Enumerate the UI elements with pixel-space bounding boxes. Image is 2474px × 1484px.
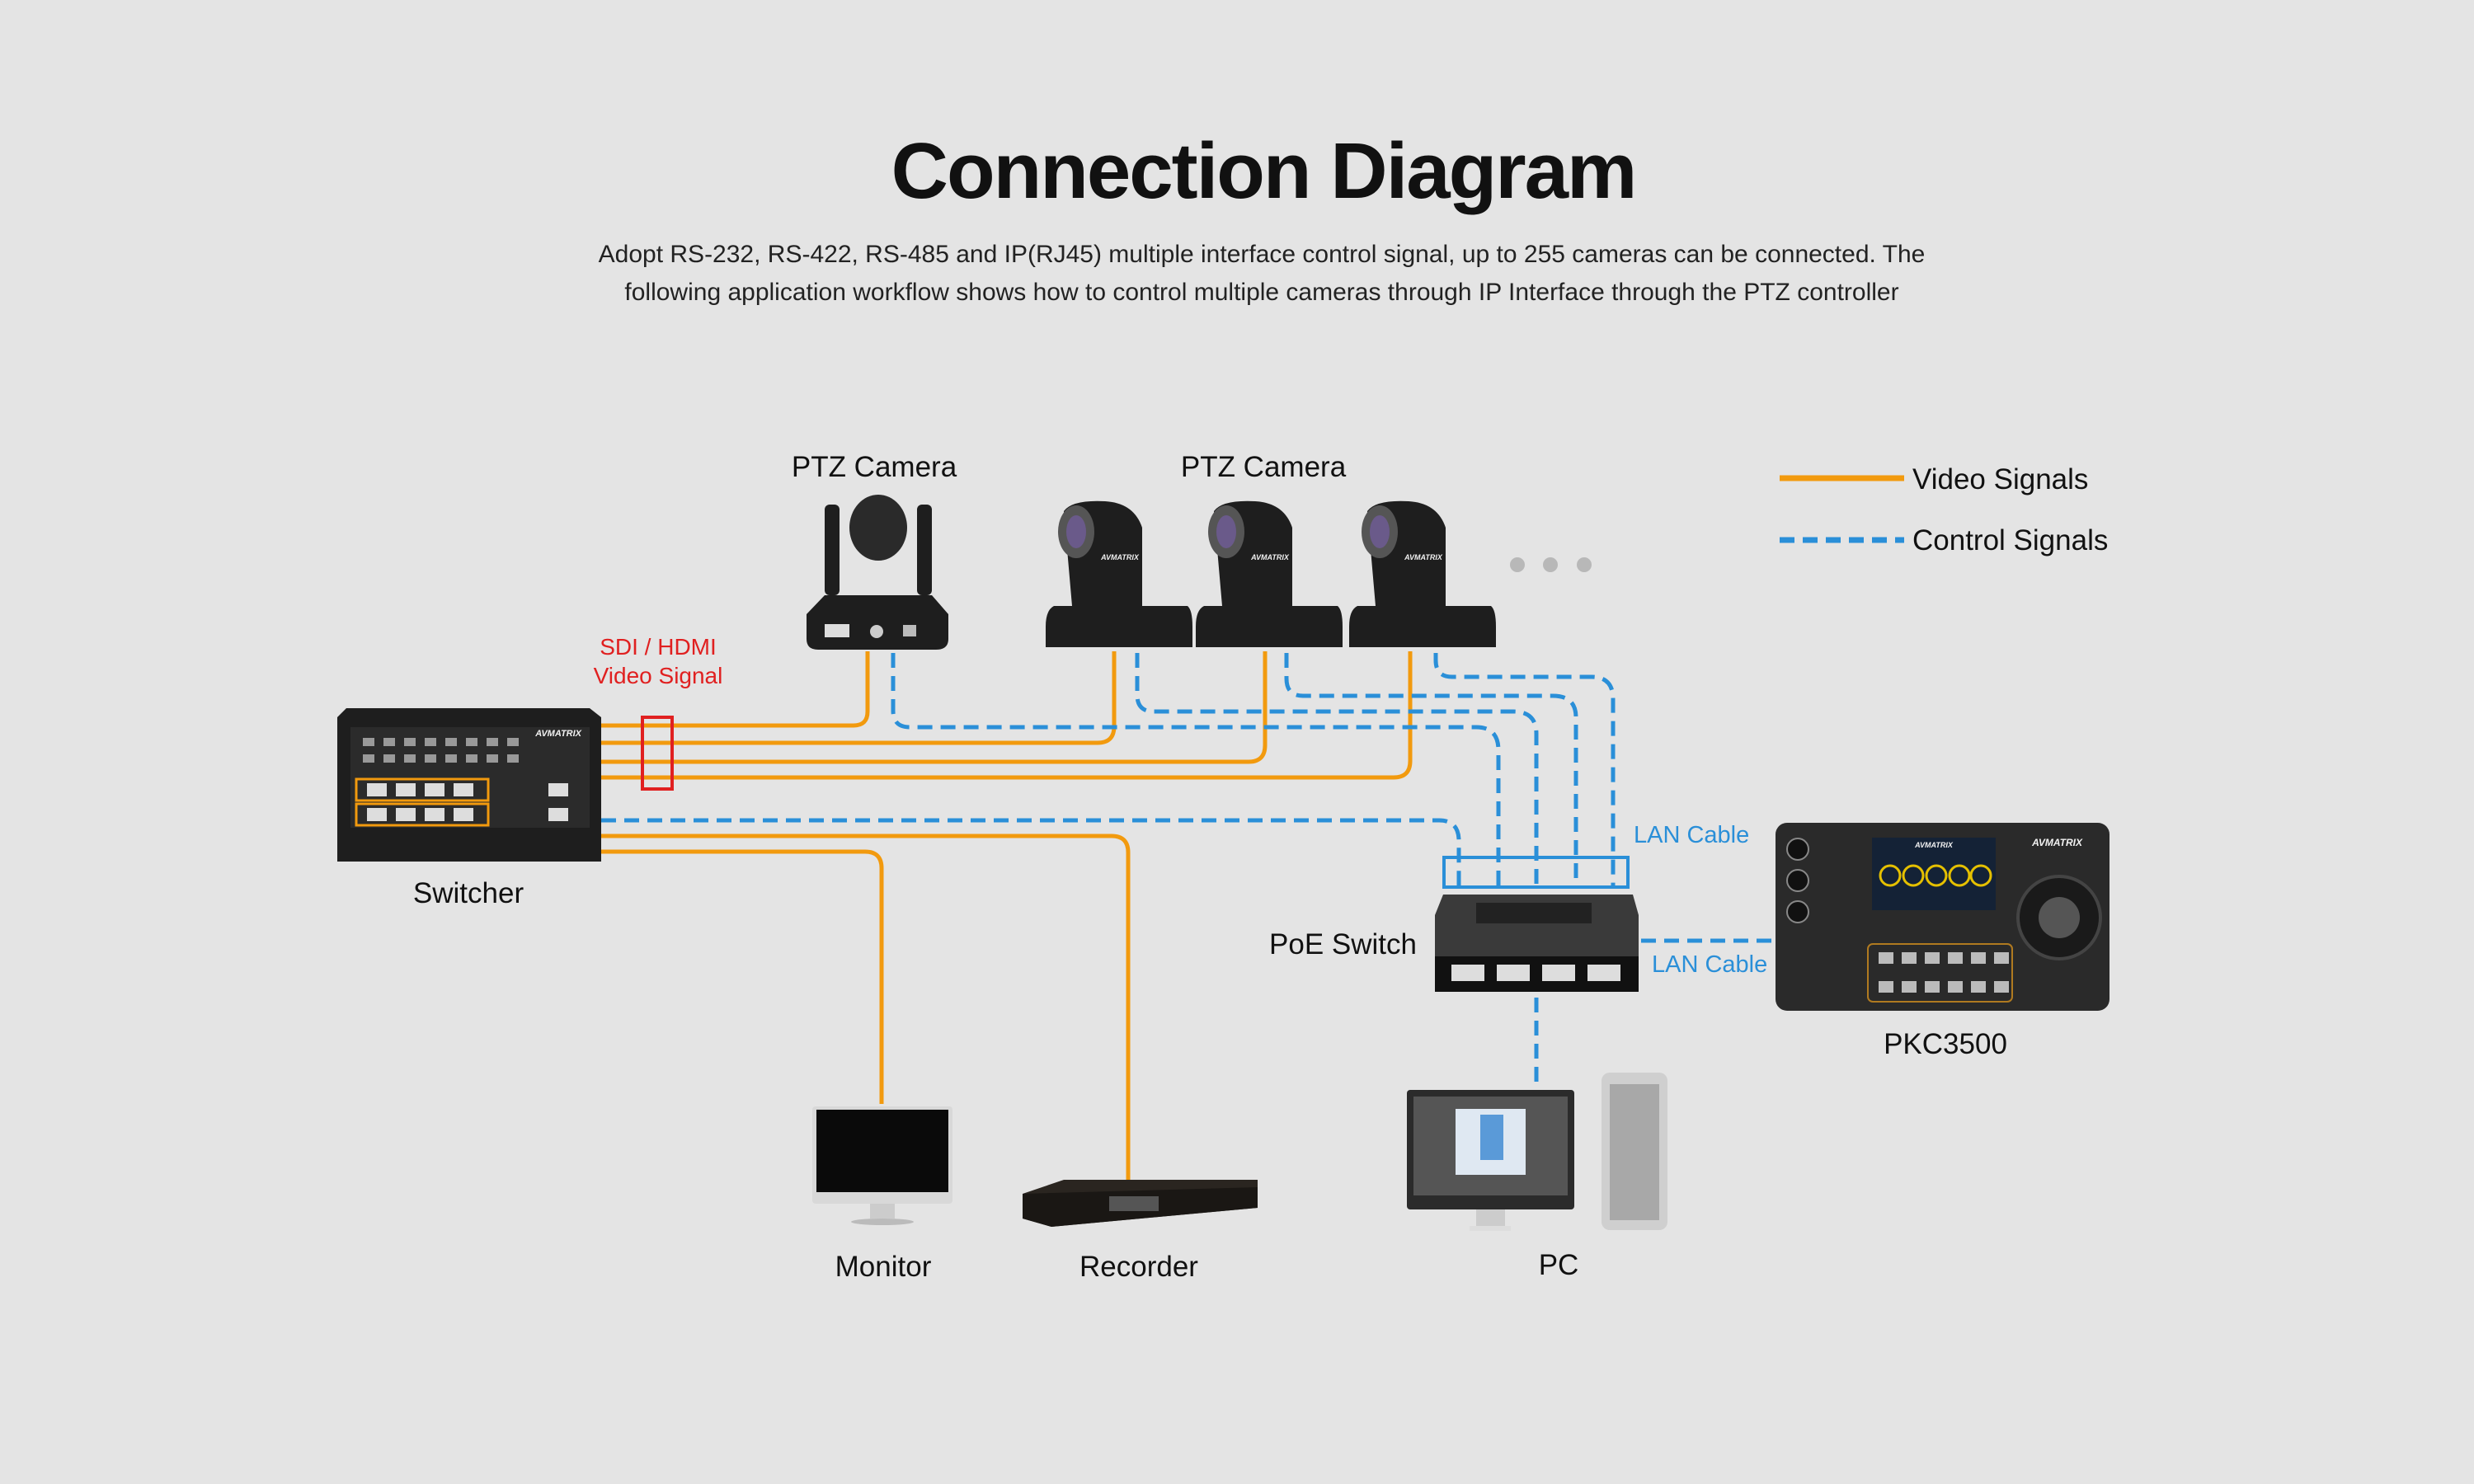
pkc3500-controller-device: AVMATRIX AVMATRIX [1776, 823, 2109, 1011]
switcher-device: AVMATRIX [337, 708, 601, 862]
more-cameras-dot [1510, 557, 1525, 572]
monitor-device [812, 1106, 952, 1225]
description-line-2: following application workflow shows how… [624, 279, 1898, 306]
lan-cable-label-top: LAN Cable [1634, 822, 1749, 848]
recorder-label: Recorder [1079, 1251, 1198, 1283]
video-line-camera-3 [601, 651, 1268, 764]
page-title: Connection Diagram [891, 127, 1636, 215]
control-line-camera-4 [1433, 653, 1616, 887]
legend-video-label: Video Signals [1912, 463, 2088, 495]
sdi-label-line-2: Video Signal [594, 663, 723, 688]
poe-switch-device [1435, 895, 1639, 992]
monitor-label: Monitor [835, 1251, 932, 1283]
video-line-recorder [601, 834, 1131, 1180]
ptz-camera-group-label: PTZ Camera [1181, 451, 1347, 483]
ptz-camera-3: AVMATRIX [1196, 500, 1343, 647]
control-line-switcher [601, 818, 1461, 887]
ptz-camera-4: AVMATRIX [1349, 500, 1496, 647]
poe-switch-label: PoE Switch [1269, 928, 1417, 960]
legend-control-label: Control Signals [1912, 524, 2108, 556]
switcher-label: Switcher [413, 877, 524, 909]
ptz-camera-group: AVMATRIX AVMATRIX AVMATRIX [1046, 500, 1592, 647]
lan-cable-bundle-box [1442, 856, 1630, 889]
more-cameras-dot [1543, 557, 1558, 572]
camera-2-brand-logo: AVMATRIX [1100, 553, 1140, 561]
control-signal-lines [601, 653, 1773, 1088]
sdi-label-line-1: SDI / HDMI [600, 634, 717, 660]
legend: Video Signals Control Signals [1780, 463, 2108, 556]
description-line-1: Adopt RS-232, RS-422, RS-485 and IP(RJ45… [599, 241, 1926, 268]
video-line-monitor [601, 849, 884, 1104]
control-line-camera-2 [1135, 653, 1539, 887]
camera-4-brand-logo: AVMATRIX [1404, 553, 1443, 561]
more-cameras-dot [1577, 557, 1592, 572]
video-signal-lines [601, 651, 1413, 1180]
control-line-camera-1 [891, 653, 1501, 887]
controller-screen-brand-logo: AVMATRIX [1914, 841, 1954, 849]
ptz-camera-single-label: PTZ Camera [792, 451, 957, 483]
ptz-camera-2: AVMATRIX [1046, 500, 1192, 647]
video-line-camera-1 [601, 651, 870, 728]
switcher-brand-logo: AVMATRIX [534, 729, 581, 739]
video-line-camera-4 [601, 651, 1413, 780]
lan-cable-label-right: LAN Cable [1652, 951, 1767, 978]
sdi-highlight-box [641, 716, 674, 791]
ptz-camera-single [807, 495, 948, 650]
pc-device [1407, 1073, 1667, 1231]
camera-3-brand-logo: AVMATRIX [1250, 553, 1290, 561]
pc-label: PC [1539, 1249, 1579, 1281]
recorder-device [1023, 1180, 1258, 1227]
control-line-camera-3 [1284, 653, 1578, 887]
pkc3500-label: PKC3500 [1884, 1028, 2007, 1060]
controller-brand-logo: AVMATRIX [2031, 837, 2083, 848]
